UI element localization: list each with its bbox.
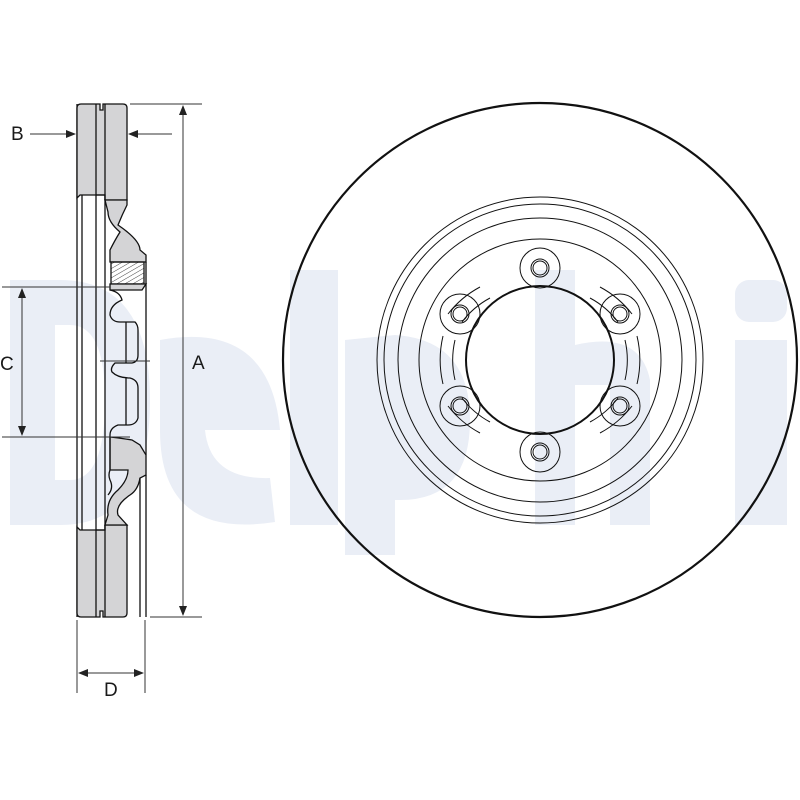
dimension-label-b: B [11, 124, 24, 145]
bolt-holes [439, 247, 641, 473]
dimension-label-a: A [192, 353, 205, 374]
front-view [281, 101, 799, 619]
outer-edge-circle [281, 101, 799, 619]
dimension-label-c: C [0, 354, 14, 375]
hub-pockets [439, 286, 641, 434]
ring-3 [397, 217, 683, 503]
side-section-view [76, 103, 150, 618]
ring-4 [418, 238, 662, 482]
bolt-hole-4 [519, 431, 561, 473]
bolt-hole-3 [599, 385, 641, 427]
center-bore [465, 285, 615, 435]
bolt-hole-1 [519, 247, 561, 289]
ring-2 [383, 203, 697, 517]
bolt-hole-6 [439, 293, 481, 335]
bolt-hole-5 [439, 385, 481, 427]
dimension-label-d: D [104, 680, 118, 701]
ring-1 [376, 196, 704, 524]
bolt-hole-2 [599, 293, 641, 335]
dimension-lines [2, 103, 202, 693]
